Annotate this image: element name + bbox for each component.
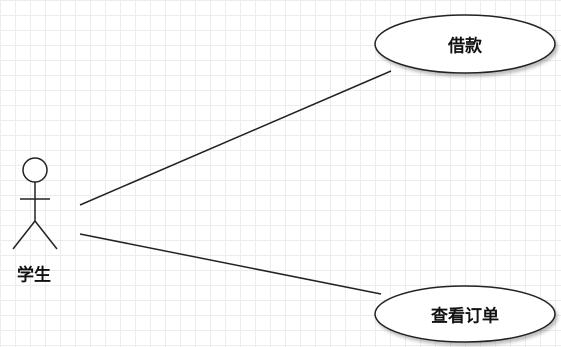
actor-right-leg (34, 220, 58, 250)
use-case-label-borrow: 借款 (448, 36, 482, 57)
association-line-view-orders (79, 233, 382, 295)
actor-figure[interactable] (12, 157, 58, 250)
actor-label: 学生 (17, 265, 51, 286)
use-case-ellipse-borrow[interactable] (374, 14, 556, 74)
association-line-borrow (79, 70, 392, 206)
use-case-ellipse-view-orders[interactable] (374, 285, 556, 343)
use-case-label-view-orders: 查看订单 (431, 306, 499, 327)
actor-left-leg (12, 220, 36, 250)
actor-head (22, 157, 48, 183)
